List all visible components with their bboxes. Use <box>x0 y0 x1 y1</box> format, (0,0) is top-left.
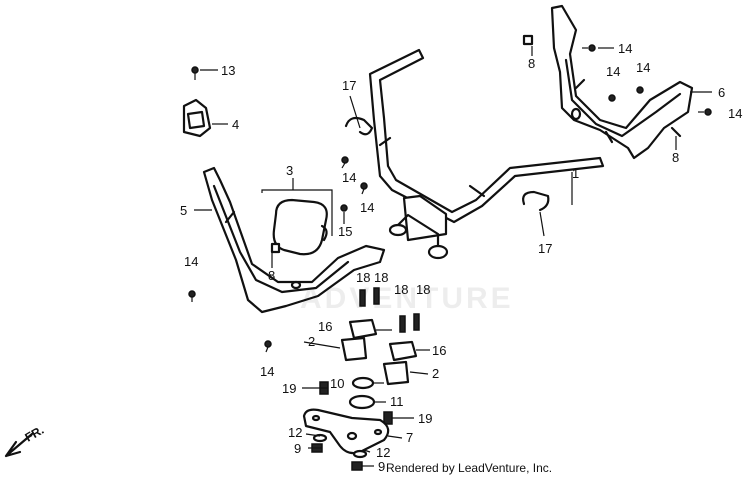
callout-8: 8 <box>672 150 679 165</box>
handlebar-cover-front <box>202 166 386 314</box>
callout-16: 16 <box>318 319 332 334</box>
cover-bracket <box>182 98 212 138</box>
callout-8: 8 <box>528 56 535 71</box>
callout-17: 17 <box>342 78 356 93</box>
front-direction-arrow: FR. <box>4 423 47 458</box>
washer-10 <box>351 376 375 390</box>
callout-19: 19 <box>282 381 296 396</box>
callout-14: 14 <box>184 254 198 269</box>
callout-13: 13 <box>221 63 235 78</box>
wire-clip-lower <box>522 190 550 212</box>
callout-4: 4 <box>232 117 239 132</box>
callout-9: 9 <box>378 459 385 474</box>
direction-label: FR. <box>23 423 47 445</box>
handlebar <box>368 48 605 260</box>
callout-2: 2 <box>432 366 439 381</box>
callout-1: 1 <box>572 166 579 181</box>
holder-plate <box>302 408 390 455</box>
lower-holder-2a <box>340 336 368 362</box>
callout-17: 17 <box>538 241 552 256</box>
callout-18: 18 <box>356 270 370 285</box>
callout-3: 3 <box>286 163 293 178</box>
callout-2: 2 <box>308 334 315 349</box>
callout-6: 6 <box>718 85 725 100</box>
callout-16: 16 <box>432 343 446 358</box>
washer-11 <box>348 394 376 410</box>
callout-18: 18 <box>374 270 388 285</box>
callout-5: 5 <box>180 203 187 218</box>
callout-15: 15 <box>338 224 352 239</box>
handlebar-cover-right <box>550 4 694 160</box>
wire-clip-upper <box>344 116 374 136</box>
callout-10: 10 <box>330 376 344 391</box>
callout-11: 11 <box>390 394 404 409</box>
callout-12: 12 <box>376 445 390 460</box>
callout-12: 12 <box>288 425 302 440</box>
upper-holder-16a <box>348 318 378 340</box>
lower-holder-2b <box>382 360 410 386</box>
bolt-19b <box>383 411 393 425</box>
callout-9: 9 <box>294 441 301 456</box>
callout-18: 18 <box>416 282 430 297</box>
credit-text: Rendered by LeadVenture, Inc. <box>386 461 552 475</box>
callout-14: 14 <box>260 364 274 379</box>
leader-lines <box>194 46 712 467</box>
fasteners <box>188 34 712 353</box>
callout-19: 19 <box>418 411 432 426</box>
watermark-text: ADVENTURE <box>300 282 514 315</box>
callout-14: 14 <box>636 60 650 75</box>
callout-14: 14 <box>606 64 620 79</box>
callout-14: 14 <box>342 170 356 185</box>
callout-14: 14 <box>728 106 742 121</box>
callout-14: 14 <box>618 41 632 56</box>
callout-labels: 1 2 2 3 4 5 6 7 8 8 8 9 9 10 11 12 12 13… <box>180 41 742 474</box>
upper-holder-16b <box>388 340 418 362</box>
callout-8: 8 <box>268 268 275 283</box>
callout-14: 14 <box>360 200 374 215</box>
callout-7: 7 <box>406 430 413 445</box>
callout-18: 18 <box>394 282 408 297</box>
